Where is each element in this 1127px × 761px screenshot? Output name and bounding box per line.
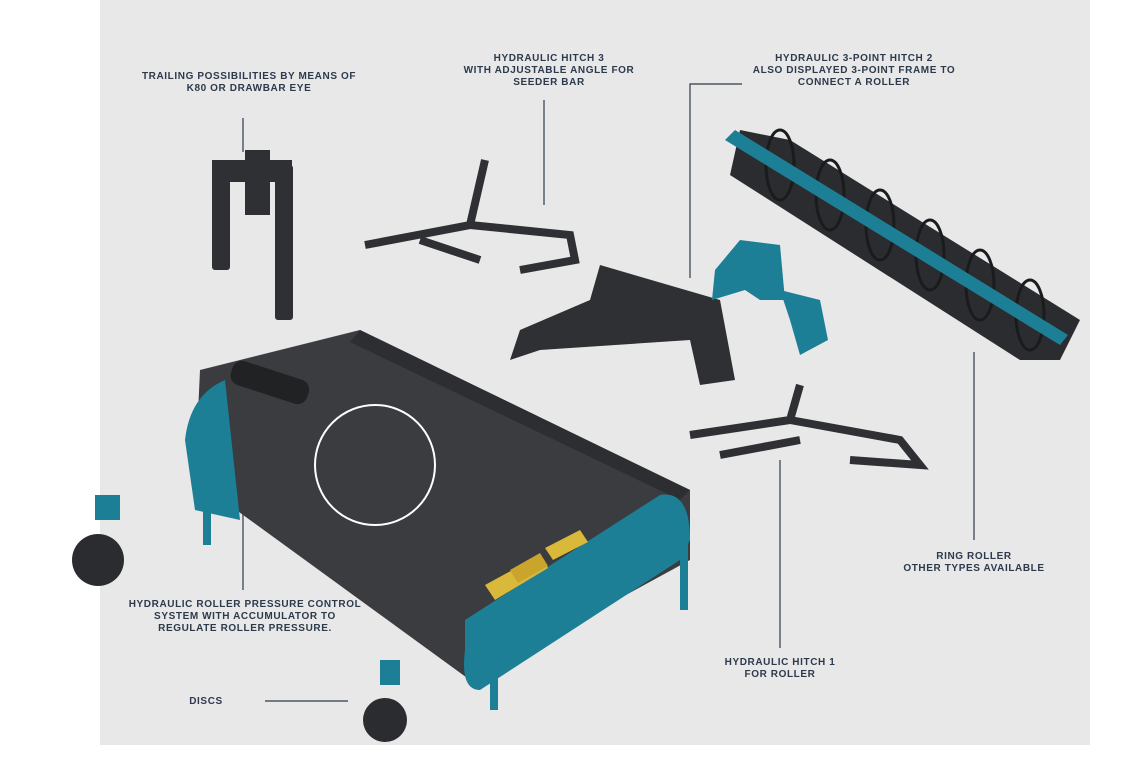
label-line: REGULATE ROLLER PRESSURE.: [158, 623, 332, 634]
label-line: SEEDER BAR: [513, 77, 585, 88]
label-line: SYSTEM WITH ACCUMULATOR TO: [154, 611, 336, 622]
label-line: HYDRAULIC 3-POINT HITCH 2: [775, 53, 933, 64]
three-point-frame: [510, 265, 735, 385]
label-hydraulic-hitch-3: HYDRAULIC HITCH 3 WITH ADJUSTABLE ANGLE …: [464, 53, 635, 89]
label-trailing: TRAILING POSSIBILITIES BY MEANS OF K80 O…: [142, 71, 356, 95]
hydraulic-hitch-3: [364, 159, 580, 274]
label-line: CONNECT A ROLLER: [797, 77, 911, 88]
disc-left: [72, 495, 124, 586]
label-line: OTHER TYPES AVAILABLE: [903, 563, 1045, 574]
ring-roller: [725, 128, 1080, 360]
hydraulic-hitch-1: [689, 383, 929, 470]
label-discs: DISCS: [189, 696, 223, 708]
hydraulic-3-point-hitch-2: [712, 240, 828, 355]
drawbar-hitch: [212, 150, 293, 320]
label-line: HYDRAULIC HITCH 3: [493, 53, 605, 64]
disc-bottom: [363, 660, 407, 742]
label-line: HYDRAULIC ROLLER PRESSURE CONTROL: [128, 599, 362, 610]
label-line: RING ROLLER: [936, 551, 1012, 562]
label-pressure-control: HYDRAULIC ROLLER PRESSURE CONTROL SYSTEM…: [129, 599, 362, 635]
main-machine: [185, 330, 690, 710]
label-hydraulic-3-point-hitch-2: HYDRAULIC 3-POINT HITCH 2 ALSO DISPLAYED…: [753, 53, 956, 89]
label-line: K80 OR DRAWBAR EYE: [186, 83, 312, 94]
label-ring-roller: RING ROLLER OTHER TYPES AVAILABLE: [903, 551, 1044, 575]
label-hydraulic-hitch-1: HYDRAULIC HITCH 1 FOR ROLLER: [725, 657, 836, 681]
label-line: DISCS: [189, 696, 223, 707]
label-line: TRAILING POSSIBILITIES BY MEANS OF: [141, 71, 357, 82]
label-line: FOR ROLLER: [744, 669, 816, 680]
label-line: HYDRAULIC HITCH 1: [724, 657, 836, 668]
label-line: ALSO DISPLAYED 3-POINT FRAME TO: [752, 65, 956, 76]
label-line: WITH ADJUSTABLE ANGLE FOR: [463, 65, 635, 76]
